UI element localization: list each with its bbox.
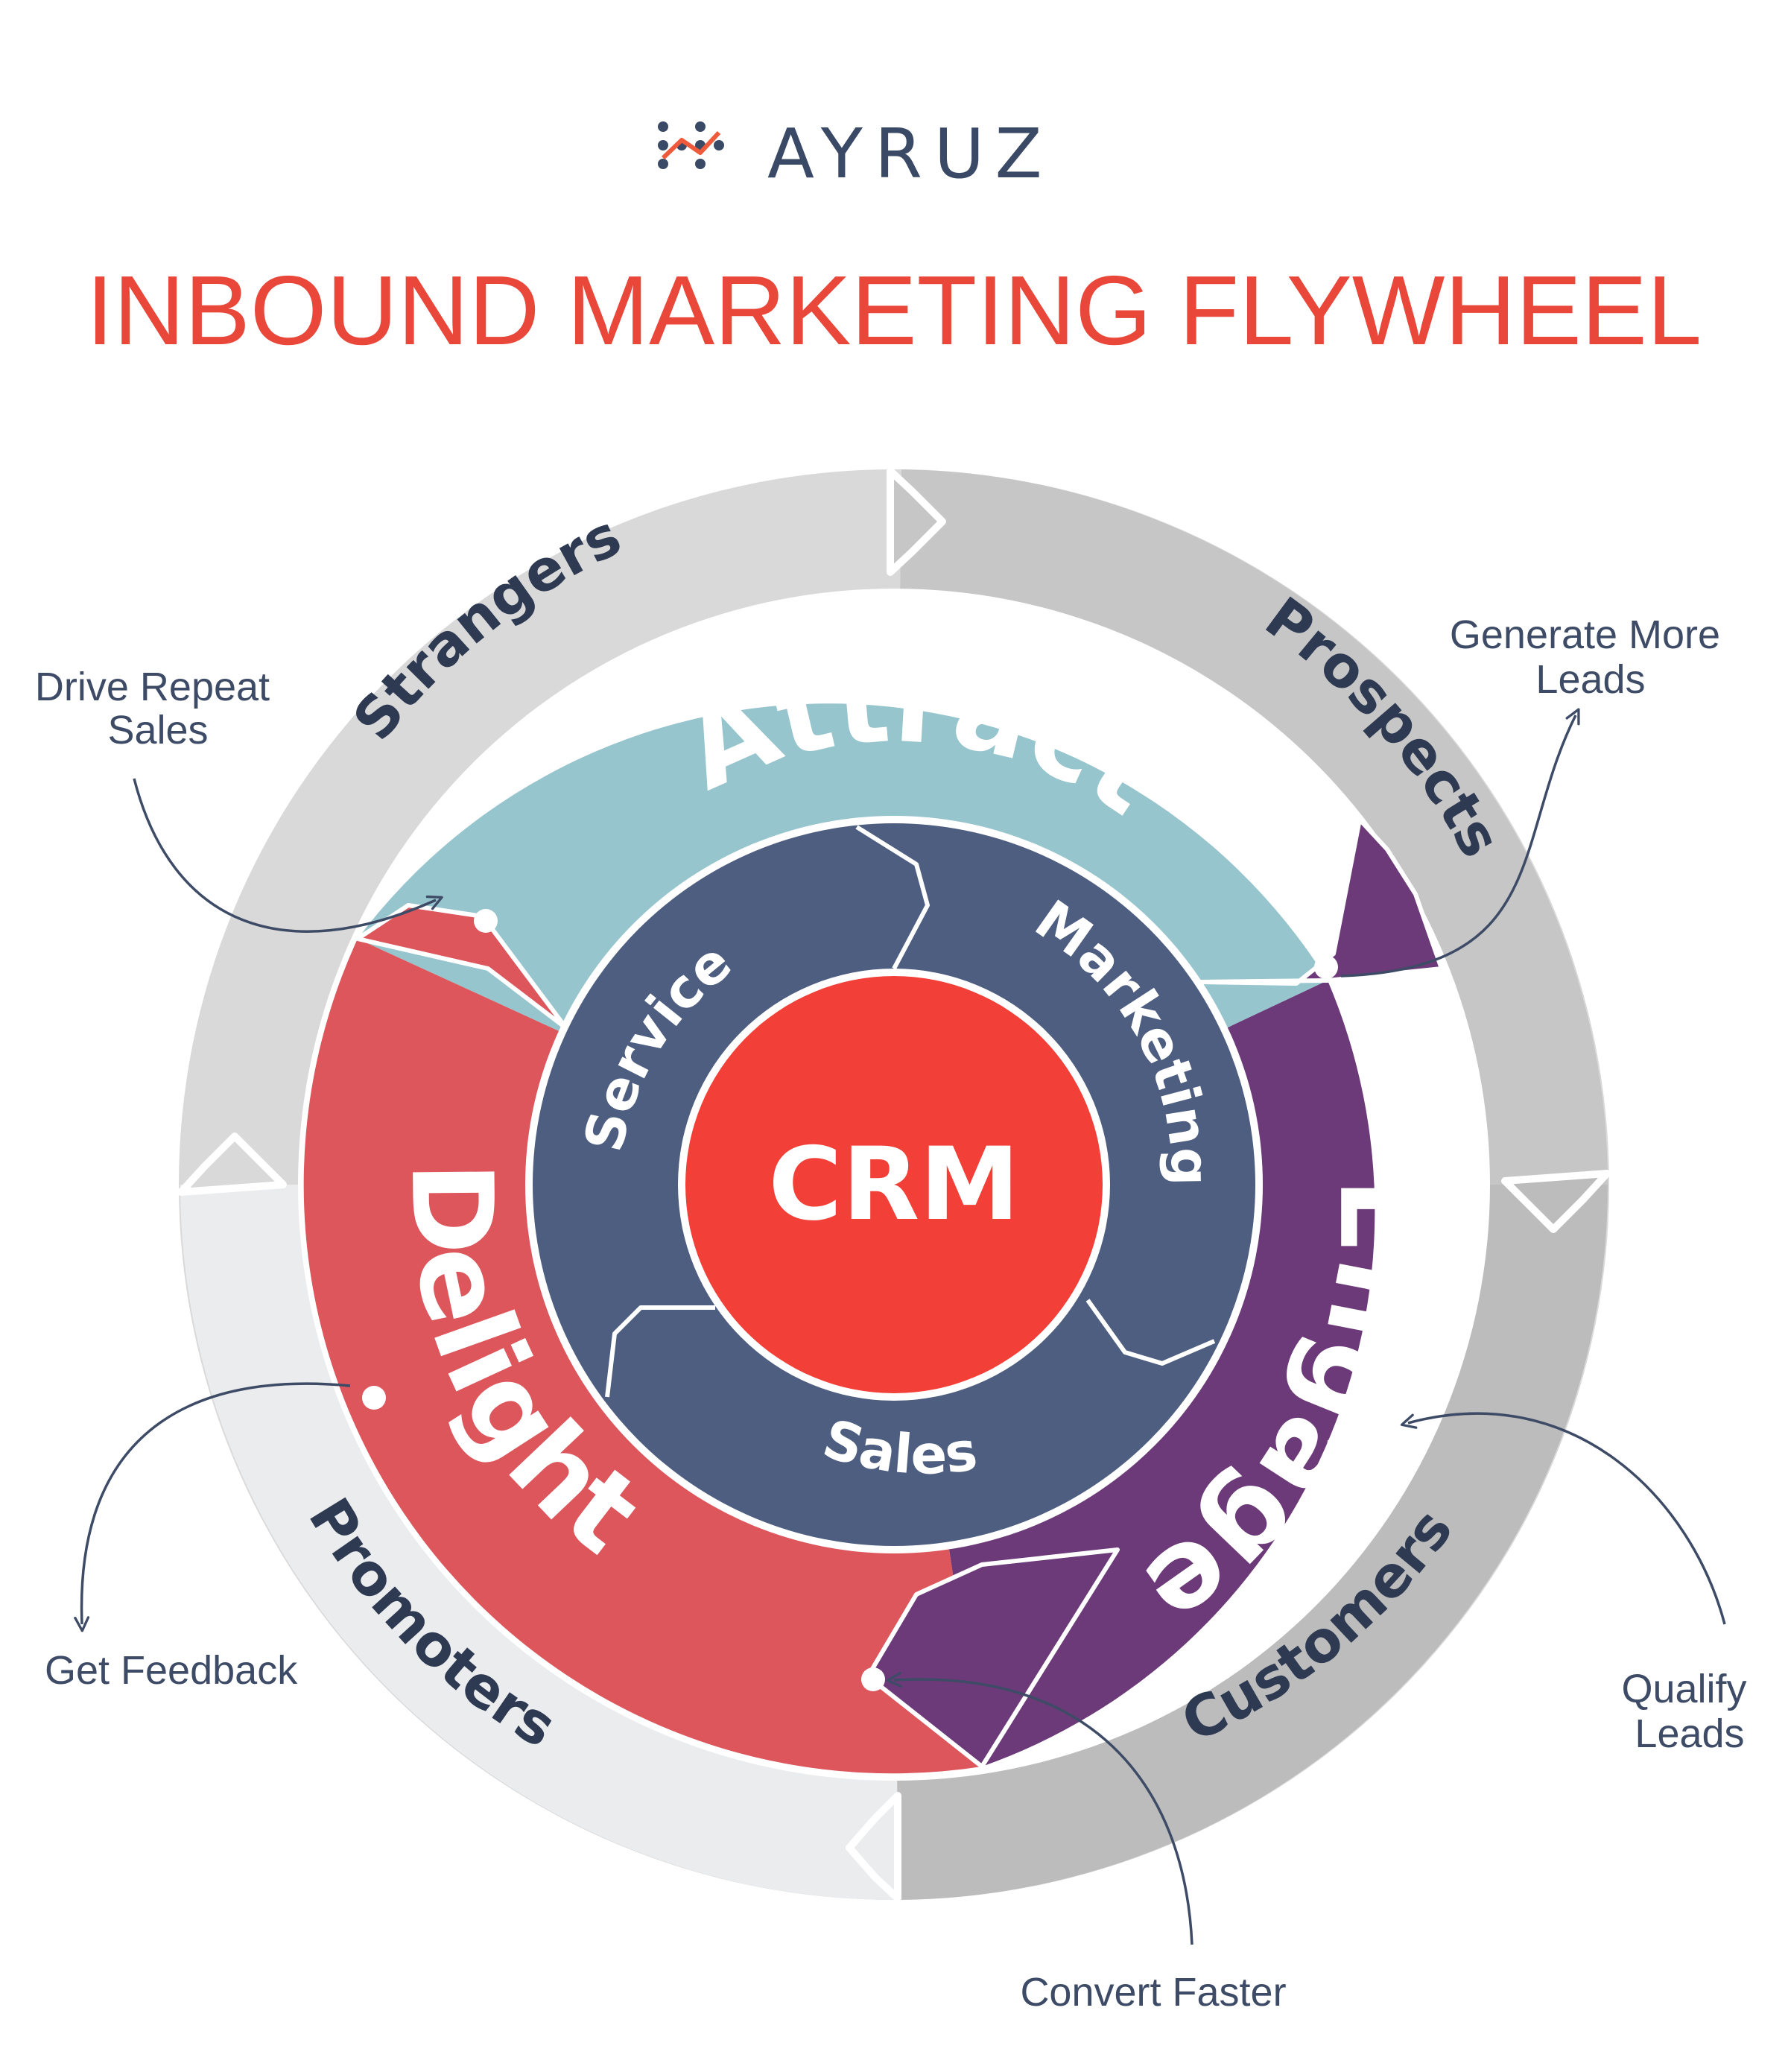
arrow-qualify bbox=[1400, 1412, 1726, 1625]
audience-chevron-bottom bbox=[846, 1792, 901, 1902]
annotation-convert-faster: Convert Faster bbox=[1020, 1970, 1286, 2015]
audience-chevron-right bbox=[1501, 1170, 1611, 1233]
logo-dot bbox=[658, 121, 668, 132]
audience-chevron-top bbox=[887, 467, 946, 576]
annotation-drive-repeat-sales: Drive Repeat Sales bbox=[35, 665, 281, 753]
audience-chevron-left bbox=[177, 1132, 287, 1196]
page-title: INBOUND MARKETING FLYWHEEL bbox=[86, 256, 1702, 365]
delight-notch bbox=[355, 903, 568, 1030]
logo-dot bbox=[695, 121, 706, 132]
ayruz-logo-icon bbox=[658, 121, 724, 169]
team-divider-top bbox=[855, 825, 930, 970]
annotation-qualify-leads: Qualify Leads bbox=[1621, 1667, 1757, 1756]
logo-dot bbox=[658, 159, 668, 169]
logo-dot bbox=[714, 140, 724, 151]
logo-accent-line bbox=[661, 130, 721, 160]
arrow-generate-leads bbox=[1340, 708, 1580, 978]
arrow-get-feedback bbox=[74, 1382, 351, 1632]
dot-generate-leads bbox=[1314, 955, 1338, 979]
logo-dot bbox=[695, 159, 706, 169]
crm-label: CRM bbox=[768, 1126, 1019, 1243]
brand-name: AYRUZ bbox=[767, 114, 1054, 194]
team-divider-left bbox=[605, 1305, 715, 1398]
team-divider-right bbox=[1085, 1299, 1216, 1366]
annotation-get-feedback: Get Feedback bbox=[45, 1648, 298, 1693]
dot-qualify bbox=[1370, 1422, 1394, 1446]
logo-dot bbox=[658, 140, 668, 151]
dot-get-feedback bbox=[362, 1386, 386, 1410]
dot-drive-repeat bbox=[474, 909, 498, 933]
dot-convert bbox=[861, 1667, 885, 1691]
arrow-drive-repeat bbox=[133, 778, 443, 933]
engage-bottom-notch bbox=[866, 1547, 1120, 1769]
annotation-generate-more-leads: Generate More Leads bbox=[1450, 612, 1731, 702]
crm-hub bbox=[685, 976, 1103, 1393]
arrow-convert bbox=[886, 1672, 1193, 1945]
